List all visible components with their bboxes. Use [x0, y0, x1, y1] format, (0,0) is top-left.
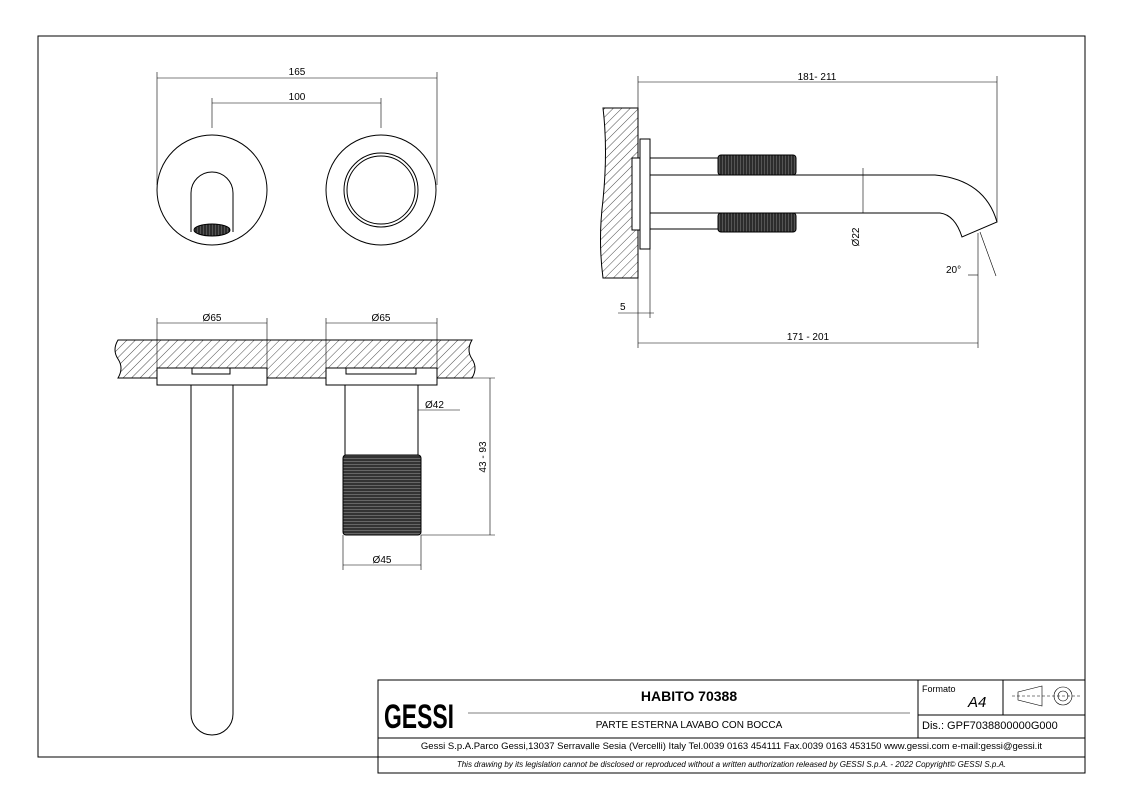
copyright-notice: This drawing by its legislation cannot b… — [456, 760, 1007, 769]
dim-plate-left: Ø65 — [203, 313, 222, 324]
svg-text:GESSI: GESSI — [384, 698, 454, 736]
section-view: Ø65 Ø65 Ø42 43 - 93 Ø45 — [114, 313, 495, 736]
gessi-logo: GESSI — [384, 698, 454, 736]
dim-plate-right: Ø65 — [372, 313, 391, 324]
spout-pipe — [190, 385, 234, 736]
dim-handle-dia: Ø45 — [373, 555, 392, 566]
drawing-frame — [37, 35, 1086, 758]
valve-body — [344, 384, 419, 456]
spout-plate — [156, 134, 268, 246]
formato-value: A4 — [968, 694, 987, 711]
company-address: Gessi S.p.A.Parco Gessi,13037 Serravalle… — [420, 741, 1043, 752]
drawing-title: HABITO 70388 — [640, 688, 738, 704]
dim-spout-total: 181- 211 — [798, 72, 837, 83]
drawing-subtitle: PARTE ESTERNA LAVABO CON BOCCA — [595, 720, 783, 731]
dim-depth-range: 43 - 93 — [478, 441, 489, 473]
title-block-grid: GESSI — [377, 679, 1086, 774]
side-view: 181- 211 Ø22 20° 5 171 - 201 — [600, 72, 998, 348]
projection-symbol-icon — [1012, 685, 1080, 707]
wall-side — [600, 107, 639, 279]
dim-angle: 20° — [946, 265, 961, 276]
formato-label: Formato — [922, 684, 956, 694]
dim-front-width: 165 — [289, 67, 306, 78]
dim-spout-reach: 171 - 201 — [787, 332, 830, 343]
handle-knurled — [342, 454, 422, 536]
front-view: 165 100 — [156, 67, 438, 246]
spout-front — [190, 171, 234, 232]
handle-plate — [325, 134, 437, 246]
dim-plate-thickness: 5 — [620, 302, 626, 313]
dim-front-spacing: 100 — [289, 92, 306, 103]
dim-body-dia: Ø42 — [425, 400, 444, 411]
dim-spout-dia: Ø22 — [851, 227, 862, 246]
spout-side — [650, 174, 998, 238]
drawing-number: Dis.: GPF7038800000G000 — [922, 720, 1058, 732]
